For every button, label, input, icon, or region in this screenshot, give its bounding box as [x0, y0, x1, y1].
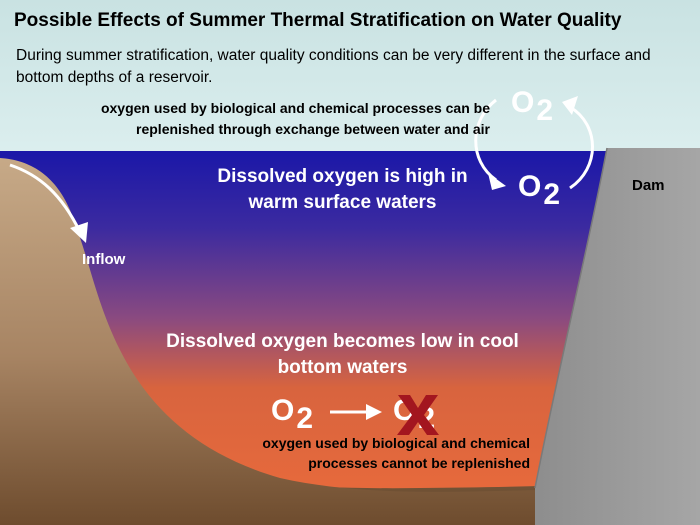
dam-label: Dam	[632, 177, 665, 194]
surface-oxygen-message: Dissolved oxygen is high in warm surface…	[217, 166, 468, 213]
o2-bottom-label: O2	[271, 394, 314, 435]
cycle-arrowhead-up-icon	[562, 96, 578, 115]
bottom-oxygen-message: Dissolved oxygen becomes low in cool bot…	[166, 331, 519, 378]
dam-edge	[534, 147, 608, 489]
inflow-arrow-icon	[9, 163, 82, 233]
left-bank	[0, 158, 540, 525]
consumption-arrowhead-icon	[366, 404, 382, 420]
replenish-note: oxygen used by biological and chemical p…	[100, 100, 490, 137]
inflow-arrowhead-icon	[70, 222, 88, 243]
subtitle: During summer stratification, water qual…	[16, 47, 651, 86]
page-title: Possible Effects of Summer Thermal Strat…	[14, 10, 622, 31]
cycle-arrowhead-down-icon	[488, 173, 506, 190]
no-replenish-note: oxygen used by biological and chemical p…	[262, 435, 530, 471]
dam-wall	[535, 148, 700, 525]
o2-surface-label: O2	[518, 170, 561, 211]
cycle-arrow-down-icon	[474, 98, 497, 182]
red-x-icon	[397, 395, 439, 435]
cycle-arrow-up-icon	[569, 105, 594, 190]
o2-air-label: O2	[511, 86, 554, 127]
inflow-label: Inflow	[82, 251, 126, 268]
